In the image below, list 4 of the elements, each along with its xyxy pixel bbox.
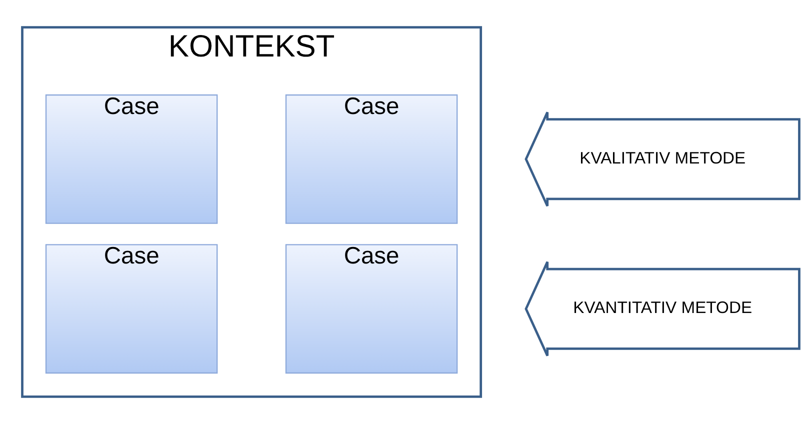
node-box: Case xyxy=(45,244,218,374)
node-box: Case xyxy=(285,244,458,374)
node-box: Case xyxy=(45,94,218,224)
node-box: Case xyxy=(285,94,458,224)
